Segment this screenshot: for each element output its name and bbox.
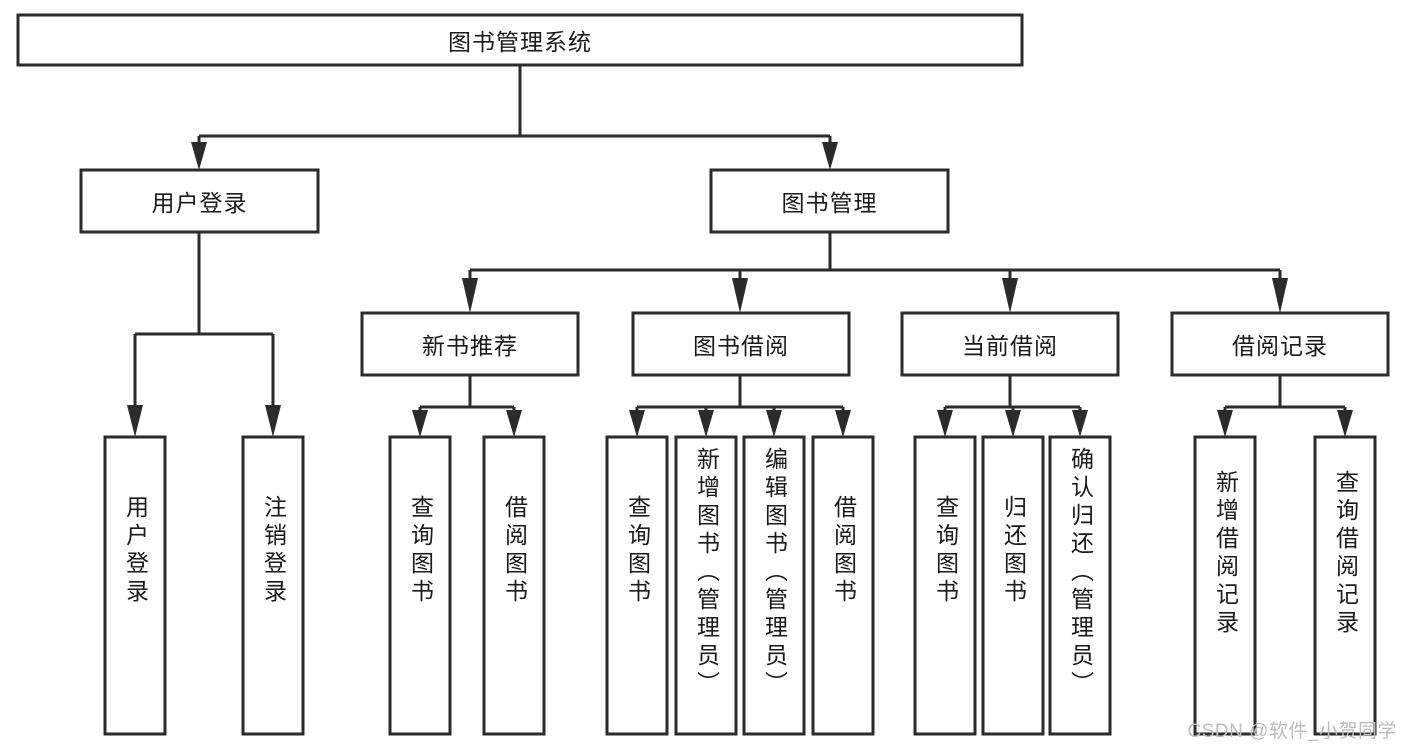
- arrow-head-book-manage: [822, 142, 838, 170]
- node-box-leaf-query-book-1[interactable]: [388, 435, 452, 736]
- arrow-head-new-book-recommend: [462, 278, 478, 313]
- node-box-leaf-add-record[interactable]: [1193, 435, 1257, 736]
- node-box-leaf-confirm-return[interactable]: [1048, 435, 1112, 736]
- arrow-head-borrow-record: [1272, 278, 1288, 313]
- node-box-leaf-borrow-book-1[interactable]: [482, 435, 546, 736]
- node-box-leaf-query-book-3[interactable]: [913, 435, 977, 736]
- node-box-user-login[interactable]: [79, 168, 320, 234]
- connector-group-current-borrow: [937, 375, 1088, 437]
- watermark-text: CSDN @软件_小贺同学: [1187, 721, 1397, 742]
- connector-group-root: [191, 65, 838, 170]
- connector-group-user-login: [127, 232, 281, 437]
- node-box-leaf-add-book[interactable]: [674, 435, 738, 736]
- node-box-root[interactable]: [16, 13, 1024, 67]
- arrow-head-leaf-logout-login: [265, 405, 281, 437]
- arrow-head-leaf-add-record: [1217, 410, 1233, 437]
- arrow-head-leaf-query-book-3: [937, 410, 953, 437]
- arrow-head-leaf-confirm-return: [1072, 410, 1088, 437]
- node-box-leaf-borrow-book-2[interactable]: [811, 435, 875, 736]
- connector-group-book-borrow: [629, 375, 851, 437]
- arrow-head-leaf-borrow-book-2: [835, 410, 851, 437]
- node-box-leaf-logout-login[interactable]: [241, 435, 305, 736]
- node-box-leaf-query-record[interactable]: [1313, 435, 1377, 736]
- node-box-book-manage[interactable]: [709, 168, 950, 234]
- node-box-leaf-query-book-2[interactable]: [605, 435, 669, 736]
- connector-group-new-book-recommend: [412, 375, 522, 437]
- arrow-head-leaf-edit-book: [766, 410, 782, 437]
- arrow-head-leaf-borrow-book-1: [506, 410, 522, 437]
- connector-group-borrow-record: [1217, 375, 1353, 437]
- arrow-head-current-borrow: [1002, 278, 1018, 313]
- node-box-leaf-return-book[interactable]: [981, 435, 1045, 736]
- connector-group-book-manage: [462, 232, 1288, 313]
- arrow-head-user-login: [191, 142, 207, 170]
- arrow-head-leaf-add-book: [698, 410, 714, 437]
- arrow-head-leaf-query-book-1: [412, 410, 428, 437]
- node-box-current-borrow[interactable]: [900, 311, 1120, 377]
- node-box-new-book-recommend[interactable]: [360, 311, 580, 377]
- node-box-leaf-user-login[interactable]: [103, 435, 167, 736]
- node-box-borrow-record[interactable]: [1170, 311, 1390, 377]
- node-box-book-borrow[interactable]: [631, 311, 851, 377]
- arrow-head-leaf-query-book-2: [629, 410, 645, 437]
- arrow-head-leaf-user-login: [127, 405, 143, 437]
- arrow-head-leaf-query-record: [1337, 410, 1353, 437]
- arrow-head-leaf-return-book: [1005, 410, 1021, 437]
- node-box-leaf-edit-book[interactable]: [742, 435, 806, 736]
- arrow-head-book-borrow: [732, 278, 748, 313]
